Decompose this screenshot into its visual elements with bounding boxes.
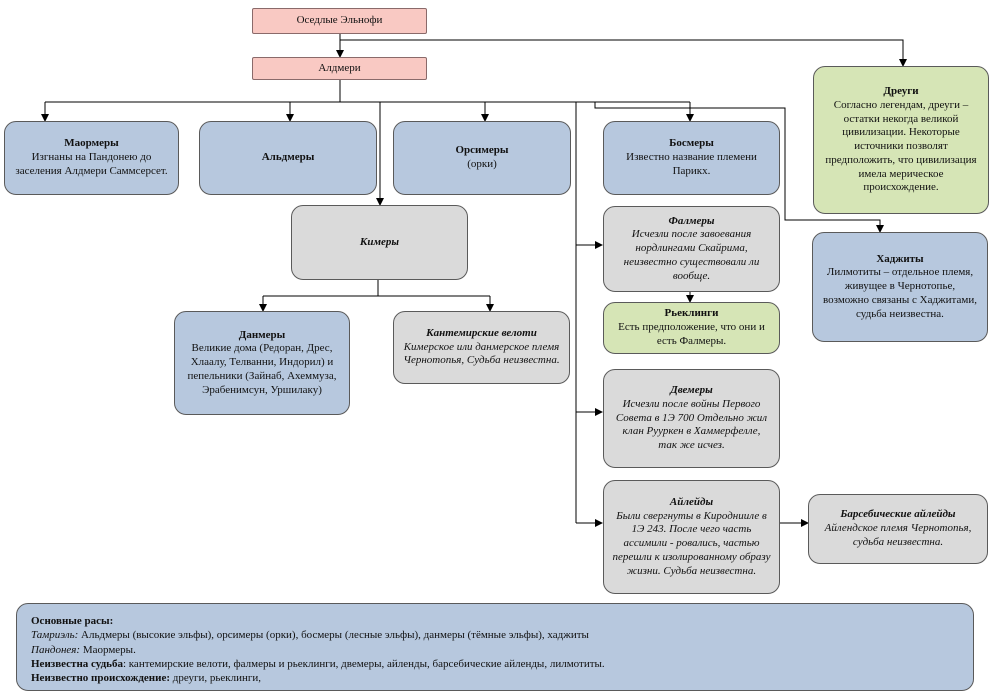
node-title: Маормеры [64,137,119,150]
legend-pandonea: Пандонея: Маормеры. [31,643,136,656]
node-text: Лилмотиты – отдельное племя, живущее в Ч… [823,266,977,320]
legend-unknown-origin: Неизвестно происхождение: дреуги, рьекли… [31,672,262,685]
node-title: Алдмери [318,61,361,74]
node-aldmeri: Алдмери [252,57,427,80]
node-bosmers: Босмеры Известно название племени Парикх… [603,121,780,195]
node-barsebic-ayleids: Барсебические айлейды Айлендское племя Ч… [808,494,988,564]
node-altmers: Альдмеры [199,121,377,195]
node-title: Оседлые Эльнофи [296,14,383,27]
edge-sedentary-dreugi [340,39,907,67]
edge-chimers-bus [263,280,490,297]
legend-tamriel: Тамриэль: Альдмеры (высокие эльфы), орси… [31,629,589,642]
legend-unknown-fate: Неизвестна судьба: кантемирские велоти, … [31,657,605,670]
node-text: Айлендское племя Чернотопья, судьба неиз… [824,522,972,548]
node-hadjits: Хаджиты Лилмотиты – отдельное племя, жив… [812,232,988,342]
node-title: Фалмеры [668,214,715,227]
node-title: Данмеры [238,328,286,341]
node-title: Орсимеры [455,144,509,157]
node-text: (орки) [467,158,497,170]
node-text: Исчезли после войны Первого Совета в 1Э … [615,397,768,452]
node-sedentary-elnofey: Оседлые Эльнофи [252,8,427,34]
node-title: Босмеры [669,137,714,150]
node-dwemers: Двемеры Исчезли после войны Первого Сове… [603,369,780,468]
node-title: Айлейды [669,495,714,508]
node-title: Кантемирские велоти [426,326,537,339]
node-chimers: Кимеры [291,205,468,280]
node-falmers: Фалмеры Исчезли после завоевания нордлин… [603,206,780,292]
node-dunmers: Данмеры Великие дома (Редоран, Дрес, Хла… [174,311,350,415]
node-text: Были свергнуты в Кироднииле в 1Э 243. По… [612,509,771,577]
node-text: Исчезли после завоевания нордлингами Ска… [623,228,760,282]
node-title: Хаджиты [876,252,924,265]
node-title: Альдмеры [261,151,315,164]
node-text: Согласно легендам, дреуги – остатки неко… [825,98,977,194]
node-title: Рьеклинги [664,307,719,320]
node-orsimers: Орсимеры (орки) [393,121,571,195]
node-maormers: Маормеры Изгнаны на Пандонею до заселени… [4,121,179,195]
node-text: Кимерское или данмерское племя Чернотопь… [403,340,560,367]
node-title: Дреуги [883,85,919,97]
node-text: Великие дома (Редоран, Дрес, Хлаалу, Тел… [187,342,337,396]
node-title: Двемеры [670,384,713,397]
node-ryeklings: Рьеклинги Есть предположение, что они и … [603,302,780,354]
edge-hadjits [576,101,884,233]
node-title: Кимеры [359,235,400,248]
node-dreugi: Дреуги Согласно легендам, дреуги – остат… [813,66,989,214]
node-title: Барсебические айлейды [840,508,956,521]
node-text: Известно название племени Парикх. [626,151,757,177]
node-text: Изгнаны на Пандонею до заселения Алдмери… [15,151,168,177]
node-kantemir-veloti: Кантемирские велоти Кимерское или данмер… [393,311,570,384]
legend-heading: Основные расы: [31,615,114,627]
legend-box: Основные расы: Тамриэль: Альдмеры (высок… [16,603,974,691]
node-text: Есть предположение, что они и есть Фалме… [618,321,765,347]
node-ayleids: Айлейды Были свергнуты в Кироднииле в 1Э… [603,480,780,594]
